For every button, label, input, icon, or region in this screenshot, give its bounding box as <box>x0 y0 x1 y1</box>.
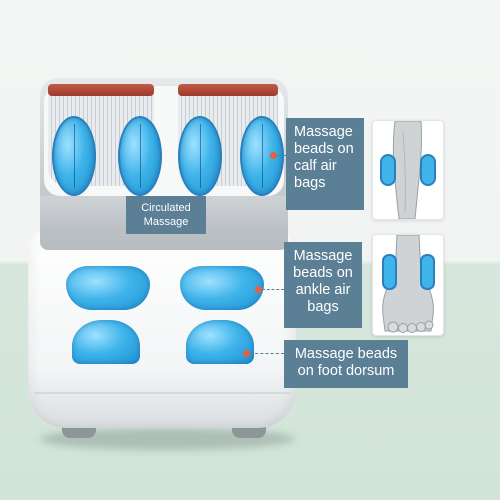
ankle-bead-right <box>180 266 264 310</box>
ankle-leader-line <box>262 289 284 290</box>
calf-rim-left <box>48 84 154 96</box>
foot-beads-label: Massage beads on foot dorsum <box>284 340 408 388</box>
calf-marker-dot <box>270 152 277 159</box>
device-base <box>28 228 296 428</box>
calf-bead-3 <box>178 116 222 196</box>
calf-bead-1 <box>52 116 96 196</box>
calf-illustration-icon <box>372 120 444 220</box>
foot-marker-dot <box>243 350 250 357</box>
calf-rim-right <box>178 84 278 96</box>
base-seam <box>34 392 290 394</box>
calf-leader-line <box>276 155 286 156</box>
calf-bead-2 <box>118 116 162 196</box>
circulated-massage-label: Circulated Massage <box>126 196 206 234</box>
ankle-beads-label: Massage beads on ankle air bags <box>284 242 362 328</box>
device-shadow <box>40 428 295 450</box>
foot-leader-line <box>250 353 284 354</box>
calf-beads-label: Massage beads on calf air bags <box>286 118 364 210</box>
ankle-bead-left <box>66 266 150 310</box>
foot-bead-left <box>72 320 140 364</box>
calf-bead-4 <box>240 116 284 196</box>
foot-ankle-illustration-icon <box>372 234 444 336</box>
foot-bead-right <box>186 320 254 364</box>
ankle-marker-dot <box>255 286 262 293</box>
massager-device: Circulated Massage <box>28 78 296 450</box>
